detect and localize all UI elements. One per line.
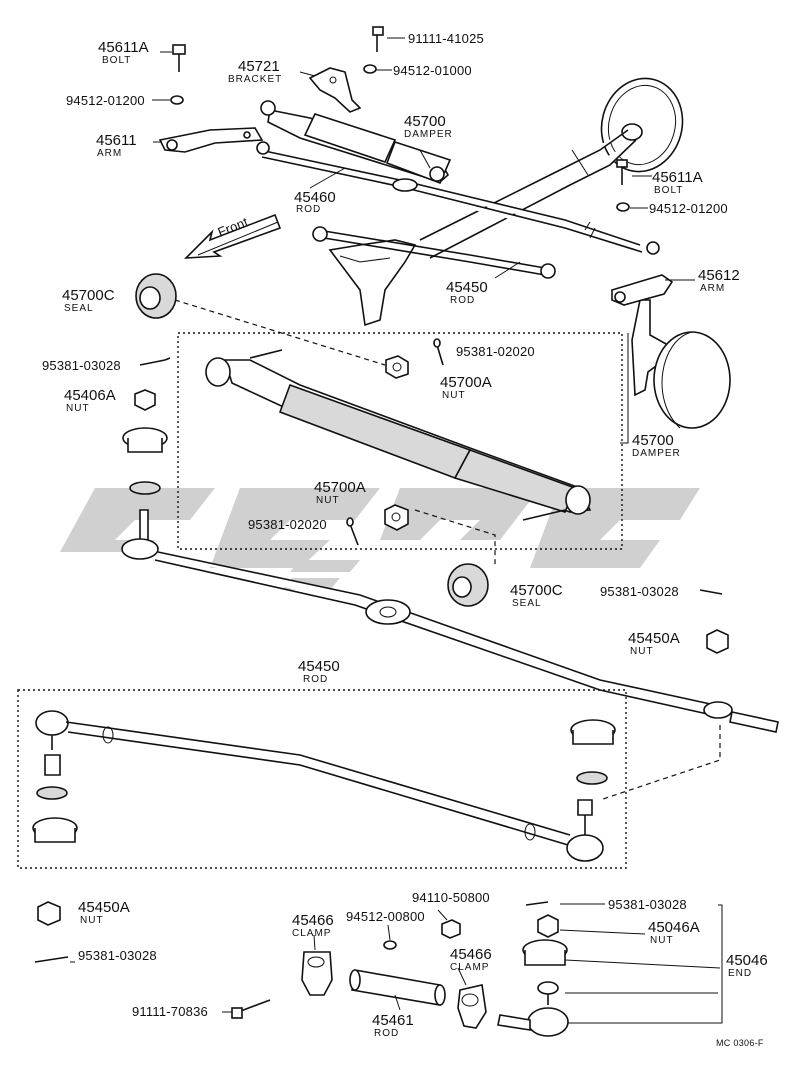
arm-45611-shape [158,127,264,153]
svg-text:NUT: NUT [66,403,90,414]
svg-text:45046: 45046 [726,952,768,969]
label-rod-45461: 45461 ROD [372,1012,414,1039]
svg-text:45721: 45721 [238,58,280,75]
label-clamp-45466-left: 45466 CLAMP [292,912,334,939]
label-pin-95381-02020-top: 95381-02020 [456,344,535,359]
label-end-45046: 45046 END [726,952,768,979]
svg-text:NUT: NUT [80,915,104,926]
label-bolt-45611a-top: 45611A BOLT [98,39,149,66]
svg-text:NUT: NUT [316,495,340,506]
label-damper-45700-mid: 45700 DAMPER [632,432,681,459]
svg-text:45700: 45700 [632,432,674,449]
damper-top-shape [260,100,452,185]
svg-text:ROD: ROD [374,1028,399,1039]
label-bolt-45611a-right: 45611A BOLT [652,169,703,196]
label-damper-45700-top: 45700 DAMPER [404,113,453,140]
label-rod-45450-mid: 45450 ROD [298,658,340,685]
svg-text:45612: 45612 [698,267,740,284]
svg-text:CLAMP: CLAMP [450,962,489,973]
label-washer-94512-01200-top: 94512-01200 [66,93,145,108]
label-arm-45612: 45612 ARM [698,267,740,294]
leaders-top [152,37,695,281]
label-nut-45700a-top: 45700A NUT [440,374,492,401]
left-small-parts [121,273,779,801]
svg-text:45700C: 45700C [510,582,563,599]
label-seal-45700c-mid: 45700C SEAL [510,582,563,609]
svg-text:ARM: ARM [700,283,725,294]
label-nut-45450a-bottom: 45450A NUT [78,899,130,926]
label-pin-95381-03028-bottom-left: 95381-03028 [78,948,157,963]
label-nut-45700a-mid: 45700A NUT [314,479,366,506]
label-arm-45611: 45611 ARM [96,132,137,159]
svg-text:45700A: 45700A [314,479,366,496]
watermark-logo [60,488,700,590]
svg-text:NUT: NUT [630,646,654,657]
svg-text:45450A: 45450A [628,630,680,647]
steering-wheel [419,77,684,259]
label-bracket-45721: 45721 BRACKET [228,58,282,85]
svg-text:SEAL: SEAL [512,598,542,609]
label-rod-45450-top: 45450 ROD [446,279,488,306]
svg-text:NUT: NUT [442,390,466,401]
svg-text:45046A: 45046A [648,919,700,936]
svg-text:45406A: 45406A [64,387,116,404]
top-assembly [158,26,731,429]
svg-text:45700: 45700 [404,113,446,130]
ref-code: MC 0306-F [716,1038,764,1048]
svg-text:BRACKET: BRACKET [228,74,282,85]
svg-text:45466: 45466 [450,946,492,963]
label-nut-45450a-right: 45450A NUT [628,630,680,657]
svg-text:END: END [728,968,752,979]
svg-text:ROD: ROD [303,674,328,685]
svg-text:45450: 45450 [298,658,340,675]
label-seal-45700c-top: 45700C SEAL [62,287,115,314]
svg-text:ARM: ARM [97,148,122,159]
labels-layer: 45611A BOLT 91111-41025 45721 BRACKET 94… [42,31,768,1048]
label-pin-95381-03028-bottom-right: 95381-03028 [608,897,687,912]
svg-text:BOLT: BOLT [102,55,131,66]
label-rod-45460: 45460 ROD [294,189,336,215]
label-pin-95381-03028-left: 95381-03028 [42,358,121,373]
front-arrow [183,213,282,259]
svg-text:45450: 45450 [446,279,488,296]
steering-gear-housing [328,239,417,327]
knuckle-right [631,299,731,429]
svg-text:NUT: NUT [650,935,674,946]
svg-text:DAMPER: DAMPER [404,129,453,140]
label-washer-94512-00800: 94512-00800 [346,909,425,924]
svg-text:BOLT: BOLT [654,185,683,196]
svg-text:45461: 45461 [372,1012,414,1029]
label-nut-45046a: 45046A NUT [648,919,700,946]
svg-text:45450A: 45450A [78,899,130,916]
label-washer-94512-01000: 94512-01000 [393,63,472,78]
svg-text:SEAL: SEAL [64,303,94,314]
label-pin-95381-02020-mid: 95381-02020 [248,517,327,532]
svg-text:CLAMP: CLAMP [292,928,331,939]
bottom-parts [34,901,569,1037]
label-pin-95381-03028-right: 95381-03028 [600,584,679,599]
arm-45612-shape [611,274,674,306]
svg-text:ROD: ROD [296,204,321,215]
label-bolt-91111-41025: 91111-41025 [408,31,484,46]
svg-text:45611A: 45611A [652,169,703,186]
label-nut-45406a: 45406A NUT [64,387,116,414]
svg-text:45466: 45466 [292,912,334,929]
bracket-45721-shape [308,67,362,113]
damper-detail-box [174,299,623,596]
rod-detail-box [17,689,627,869]
svg-text:DAMPER: DAMPER [632,448,681,459]
label-nut-94110-50800: 94110-50800 [412,890,490,905]
svg-text:45611: 45611 [96,132,137,149]
label-washer-94512-01200-right: 94512-01200 [649,201,728,216]
svg-text:ROD: ROD [450,295,475,306]
svg-text:45700C: 45700C [62,287,115,304]
leaders-bottom [70,333,723,1024]
label-clamp-45466-right: 45466 CLAMP [450,946,492,973]
svg-text:45611A: 45611A [98,39,149,56]
svg-text:45700A: 45700A [440,374,492,391]
label-bolt-91111-70836: 91111-70836 [132,1004,208,1019]
svg-text:45460: 45460 [294,189,336,206]
